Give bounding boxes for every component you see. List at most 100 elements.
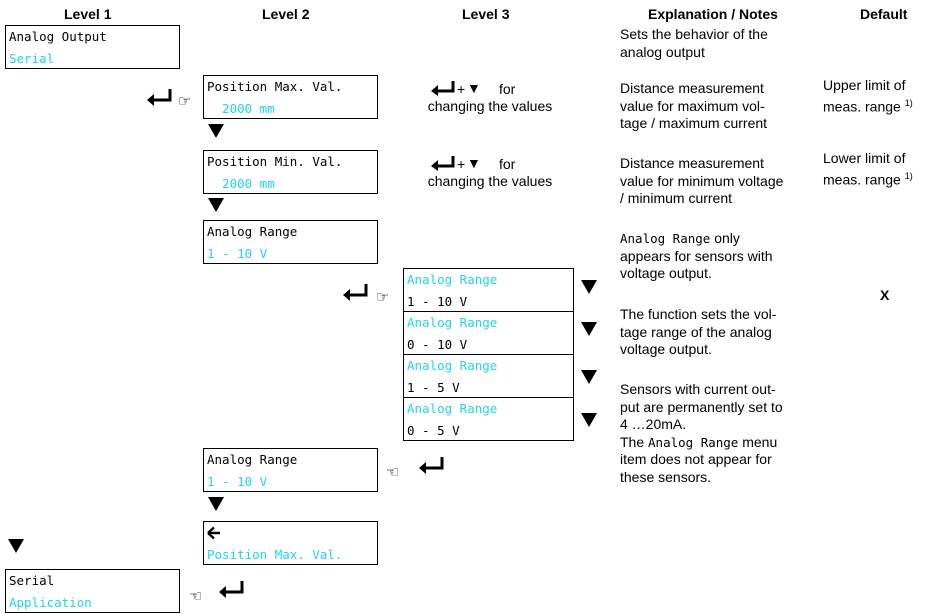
down-triangle-icon (208, 124, 224, 138)
note-line: analog output (620, 43, 705, 60)
down-triangle-icon: ▼ (467, 155, 481, 171)
menu-box-position-max: Position Max. Val. 2000 mm (203, 75, 378, 119)
enter-key-icon (431, 81, 455, 96)
pointing-hand-icon: ☞ (376, 288, 390, 306)
note-line: item does not appear for (620, 451, 772, 467)
note-line: Distance measurement (620, 80, 764, 96)
menu-box-line2: Position Max. Val. (207, 547, 343, 562)
default-line: Lower limit of (823, 150, 906, 166)
down-triangle-icon (208, 198, 224, 212)
menu-box-line1: Serial (9, 573, 55, 588)
menu-box-line1: Analog Range (207, 224, 298, 239)
down-triangle-icon (581, 370, 597, 384)
for-text: for (499, 156, 516, 172)
note-current-sensors: Sensors with current out- put are perman… (620, 381, 783, 486)
pointing-hand-icon: ☞ (178, 92, 192, 110)
back-arrow-icon (207, 526, 220, 540)
menu-box-line1: Analog Range (407, 272, 498, 287)
down-triangle-icon: ▼ (467, 80, 481, 96)
note-line: menu (738, 433, 778, 450)
note-line: appears for sensors with (620, 247, 773, 264)
pointing-hand-left-icon: ☜ (189, 587, 203, 605)
instruction-change-values: + ▼ for changing the values (405, 80, 575, 114)
note-line: only (710, 230, 740, 246)
menu-box-line2: 1 - 5 V (407, 380, 460, 395)
footnote-mark: 1) (904, 97, 913, 108)
default-mark: X (880, 287, 890, 303)
changing-values-text: changing the values (427, 98, 553, 114)
note-line: voltage output. (620, 265, 712, 281)
header-level2: Level 2 (262, 6, 310, 22)
note-position-max: Distance measurement value for maximum v… (620, 80, 767, 133)
menu-box-line2: 1 - 10 V (407, 294, 468, 309)
default-line: meas. range (823, 171, 905, 188)
down-triangle-icon (581, 280, 597, 294)
pointing-hand-left-icon: ☜ (386, 463, 400, 481)
menu-box-line2: 1 - 10 V (207, 474, 268, 489)
note-line: Sets the behavior of the (620, 26, 768, 42)
note-line: / minimum current (620, 190, 733, 206)
note-line: put are permanently set to (620, 398, 783, 415)
header-level3: Level 3 (462, 6, 510, 22)
menu-box-line2: 2000 mm (207, 101, 275, 116)
note-mono-term: Analog Range (620, 231, 711, 246)
default-line: Upper limit of (823, 77, 906, 93)
menu-box-analog-range-confirm: Analog Range 1 - 10 V (203, 448, 378, 492)
menu-box-line1: Analog Range (407, 401, 498, 416)
note-line: these sensors. (620, 468, 712, 485)
for-text: for (499, 81, 516, 97)
note-line: tage range of the analog (620, 323, 772, 340)
instruction-change-values: + ▼ for changing the values (405, 155, 575, 189)
menu-box-line1: Analog Range (407, 358, 498, 373)
note-function: The function sets the vol- tage range of… (620, 306, 776, 359)
note-line: value for minimum voltage (620, 172, 784, 189)
note-line: Sensors with current out- (620, 381, 776, 397)
note-line: The function sets the vol- (620, 306, 777, 322)
down-triangle-icon (581, 413, 597, 427)
menu-box-range-1-5: Analog Range 1 - 5 V (403, 354, 574, 398)
note-line: The (620, 433, 649, 450)
note-analog-output: Sets the behavior of the analog output (620, 26, 768, 61)
menu-box-line1: Analog Output (9, 29, 107, 44)
menu-box-line1: Analog Range (207, 452, 298, 467)
enter-arrow-icon (419, 457, 444, 474)
header-level1: Level 1 (64, 6, 112, 22)
enter-arrow-icon (343, 284, 368, 301)
menu-box-line1: Position Max. Val. (207, 79, 343, 94)
changing-values-text: changing the values (427, 173, 553, 189)
menu-box-line2: Application (9, 595, 92, 610)
menu-box-line2: 0 - 5 V (407, 423, 460, 438)
down-triangle-icon (581, 322, 597, 336)
note-position-min: Distance measurement value for minimum v… (620, 155, 783, 208)
menu-box-line1: Position Min. Val. (207, 154, 343, 169)
menu-box-position-min: Position Min. Val. 2000 mm (203, 150, 378, 194)
note-analog-range: Analog Range only appears for sensors wi… (620, 230, 773, 283)
note-line: voltage output. (620, 341, 712, 357)
plus-sign: + (457, 81, 466, 97)
menu-box-analog-range: Analog Range 1 - 10 V (203, 220, 378, 264)
note-line: Distance measurement (620, 155, 764, 171)
default-upper-limit: Upper limit of meas. range 1) (823, 77, 913, 116)
menu-box-line2: 1 - 10 V (207, 246, 268, 261)
default-line: meas. range (823, 98, 905, 115)
menu-box-range-1-10: Analog Range 1 - 10 V (403, 268, 574, 312)
menu-box-line2: Serial (9, 51, 55, 66)
menu-box-line1: Analog Range (407, 315, 498, 330)
menu-box-serial: Serial Application (5, 569, 180, 613)
plus-sign: + (457, 156, 466, 172)
note-line: tage / maximum current (620, 115, 768, 131)
note-mono-term: Analog Range (648, 434, 739, 450)
header-notes: Explanation / Notes (648, 6, 778, 22)
menu-box-analog-output: Analog Output Serial (5, 25, 180, 69)
enter-arrow-icon (219, 581, 244, 598)
menu-box-range-0-5: Analog Range 0 - 5 V (403, 397, 574, 441)
menu-box-back-position-max: Position Max. Val. (203, 521, 378, 565)
footnote-mark: 1) (904, 170, 913, 181)
note-line: value for maximum vol- (620, 97, 765, 114)
down-triangle-icon (8, 539, 24, 553)
menu-box-range-0-10: Analog Range 0 - 10 V (403, 311, 574, 355)
default-lower-limit: Lower limit of meas. range 1) (823, 150, 913, 189)
menu-box-line2: 2000 mm (207, 176, 275, 191)
enter-key-icon (431, 156, 455, 171)
enter-arrow-icon (147, 89, 172, 106)
